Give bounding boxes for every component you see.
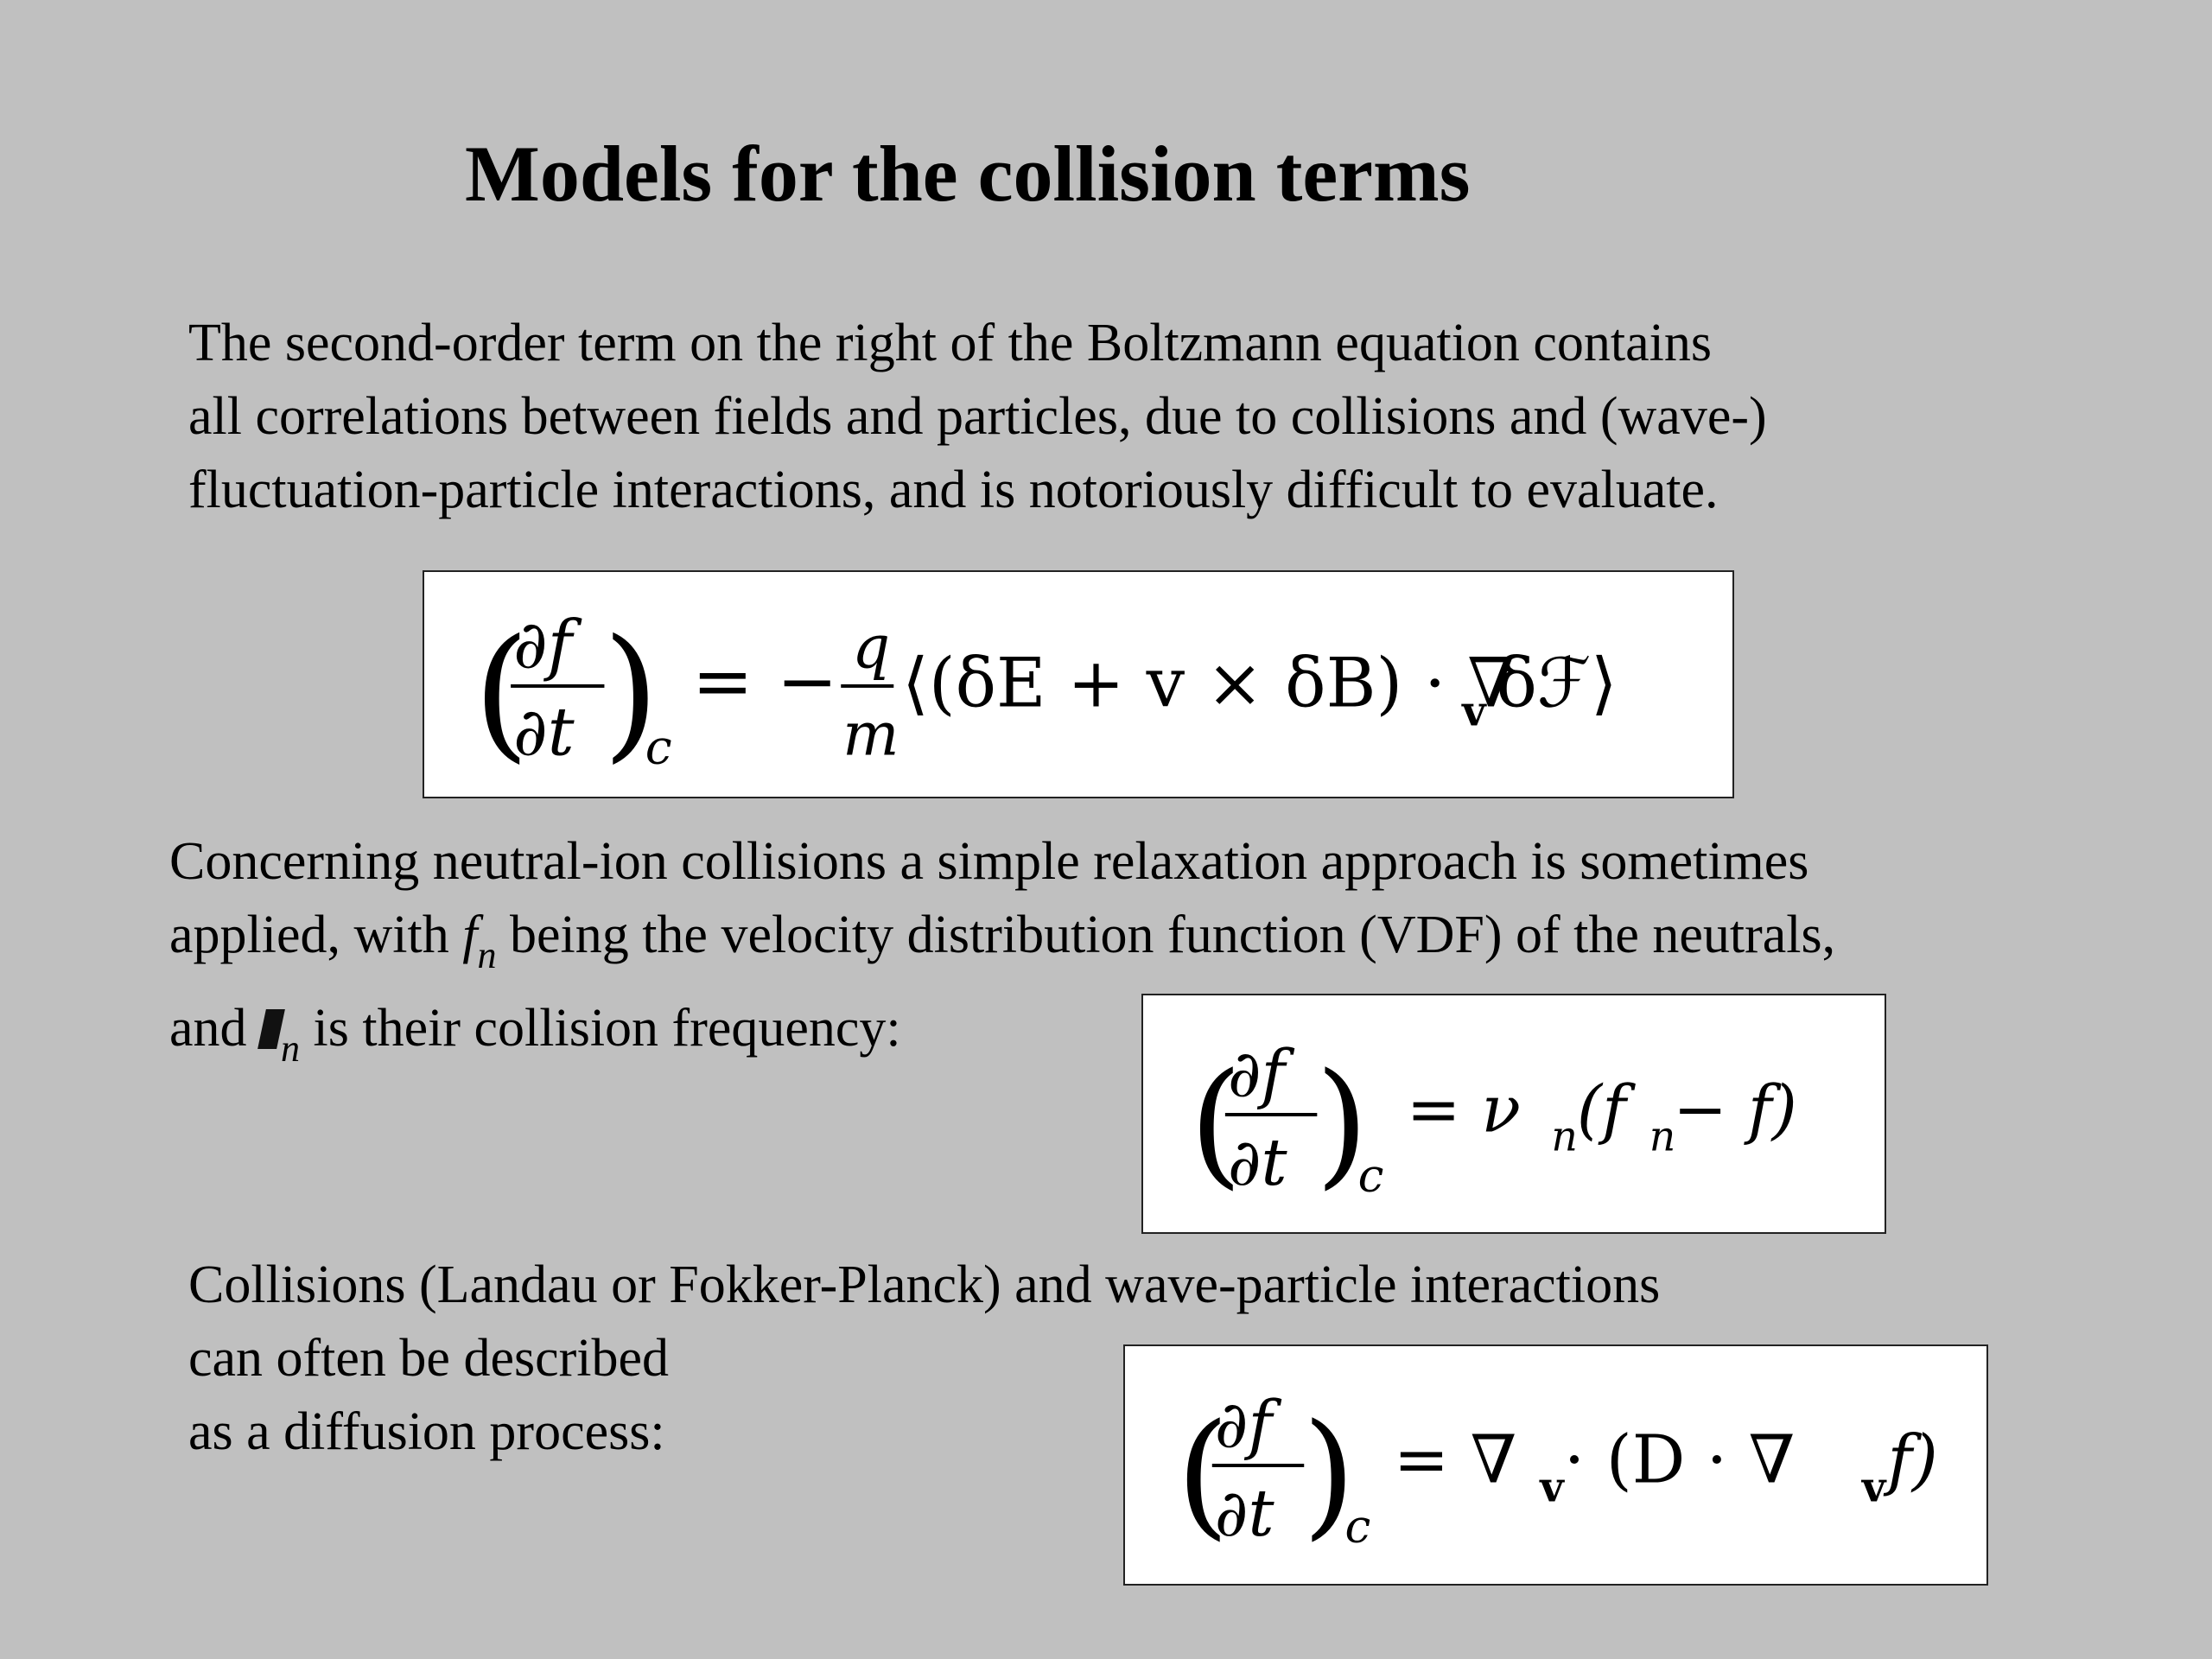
lhs-numerator: ∂f (1215, 1386, 1282, 1462)
text: applied, with (169, 906, 463, 964)
rhs-nu: = ν (1407, 1071, 1521, 1147)
rhs-end: δℱ⟩ (1497, 644, 1618, 723)
subscript-n: n (477, 934, 497, 976)
right-paren: ) (602, 609, 658, 777)
equation-diffusion: ( ∂f ∂t ) c = ∇ v · (D · ∇ v f) (1176, 1386, 1937, 1554)
equals-minus: = − (692, 639, 838, 724)
text: and (169, 999, 261, 1058)
rhs-subscript: v (1539, 1464, 1565, 1511)
rhs-f: (f (1577, 1071, 1636, 1147)
paragraph-line: and n is their collision frequency: (169, 992, 1835, 1085)
right-paren: ) (1302, 1395, 1356, 1554)
right-paren: ) (1315, 1045, 1369, 1203)
rhs-subscript: v (1861, 1464, 1887, 1511)
paragraph-line: The second-order term on the right of th… (188, 314, 1713, 372)
paragraph-line: fluctuation-particle interactions, and i… (188, 461, 1719, 519)
rhs-expression: ⟨(δE + v × δB) · ∇ (902, 644, 1515, 723)
paragraph-line: Collisions (Landau or Fokker-Planck) and… (188, 1255, 1661, 1314)
lhs-subscript: c (645, 721, 672, 776)
paragraph-diffusion: Collisions (Landau or Fokker-Planck) and… (188, 1249, 1660, 1469)
paragraph-line: all correlations between fields and part… (188, 387, 1767, 446)
rhs-subscript: n (1551, 1113, 1577, 1160)
left-paren: ( (1189, 1045, 1243, 1203)
left-paren: ( (474, 609, 530, 777)
equation-relaxation: ( ∂f ∂t ) c = ν n (f n − f) (1189, 1035, 1797, 1203)
slide-title: Models for the collision terms (465, 130, 1471, 218)
lhs-numerator: ∂f (1228, 1035, 1295, 1111)
text: is their collision frequency: (300, 999, 901, 1058)
subscript-n: n (281, 1027, 301, 1070)
lhs-numerator: ∂f (513, 607, 582, 683)
fraction-bar (1211, 1464, 1305, 1467)
rhs-middle: · (D · ∇ (1564, 1422, 1796, 1499)
lhs-denominator: ∂t (1215, 1475, 1275, 1551)
paragraph-intro: The second-order term on the right of th… (188, 307, 1767, 527)
rhs-nabla: = ∇ (1394, 1422, 1517, 1499)
charge-q: q (852, 613, 890, 682)
text: being the velocity distribution function… (496, 906, 1836, 964)
paragraph-relaxation: Concerning neutral-ion collisions a simp… (169, 825, 1835, 1085)
paragraph-line: can often be described (188, 1329, 670, 1388)
equation-box-diffusion: ( ∂f ∂t ) c = ∇ v · (D · ∇ v f) (1123, 1344, 1988, 1586)
paragraph-line: Concerning neutral-ion collisions a simp… (169, 832, 1809, 891)
equation-box-collision-term: ( ∂f ∂t ) c = − q m ⟨(δE + v × δB) · ∇ v… (423, 570, 1734, 798)
equation-collision-term: ( ∂f ∂t ) c = − q m ⟨(δE + v × δB) · ∇ v… (474, 607, 1618, 777)
rhs-end: f) (1883, 1422, 1937, 1499)
fraction-bar (511, 684, 605, 688)
lhs-denominator: ∂t (1228, 1124, 1288, 1200)
lhs-subscript: c (1345, 1500, 1371, 1554)
rhs-subscript: v (1461, 688, 1487, 735)
rhs-subscript: n (1649, 1113, 1675, 1160)
rhs-end: − f) (1673, 1071, 1797, 1147)
lhs-denominator: ∂t (513, 695, 575, 772)
lhs-subscript: c (1358, 1149, 1384, 1203)
fraction-bar (1224, 1113, 1318, 1116)
equation-box-relaxation: ( ∂f ∂t ) c = ν n (f n − f) (1141, 994, 1886, 1234)
mass-m: m (842, 701, 899, 770)
fraction-bar (841, 684, 894, 688)
variable-f: f (462, 906, 478, 964)
paragraph-line: applied, with fn being the velocity dist… (169, 899, 1835, 992)
paragraph-line: as a diffusion process: (188, 1402, 665, 1461)
left-paren: ( (1176, 1395, 1230, 1554)
